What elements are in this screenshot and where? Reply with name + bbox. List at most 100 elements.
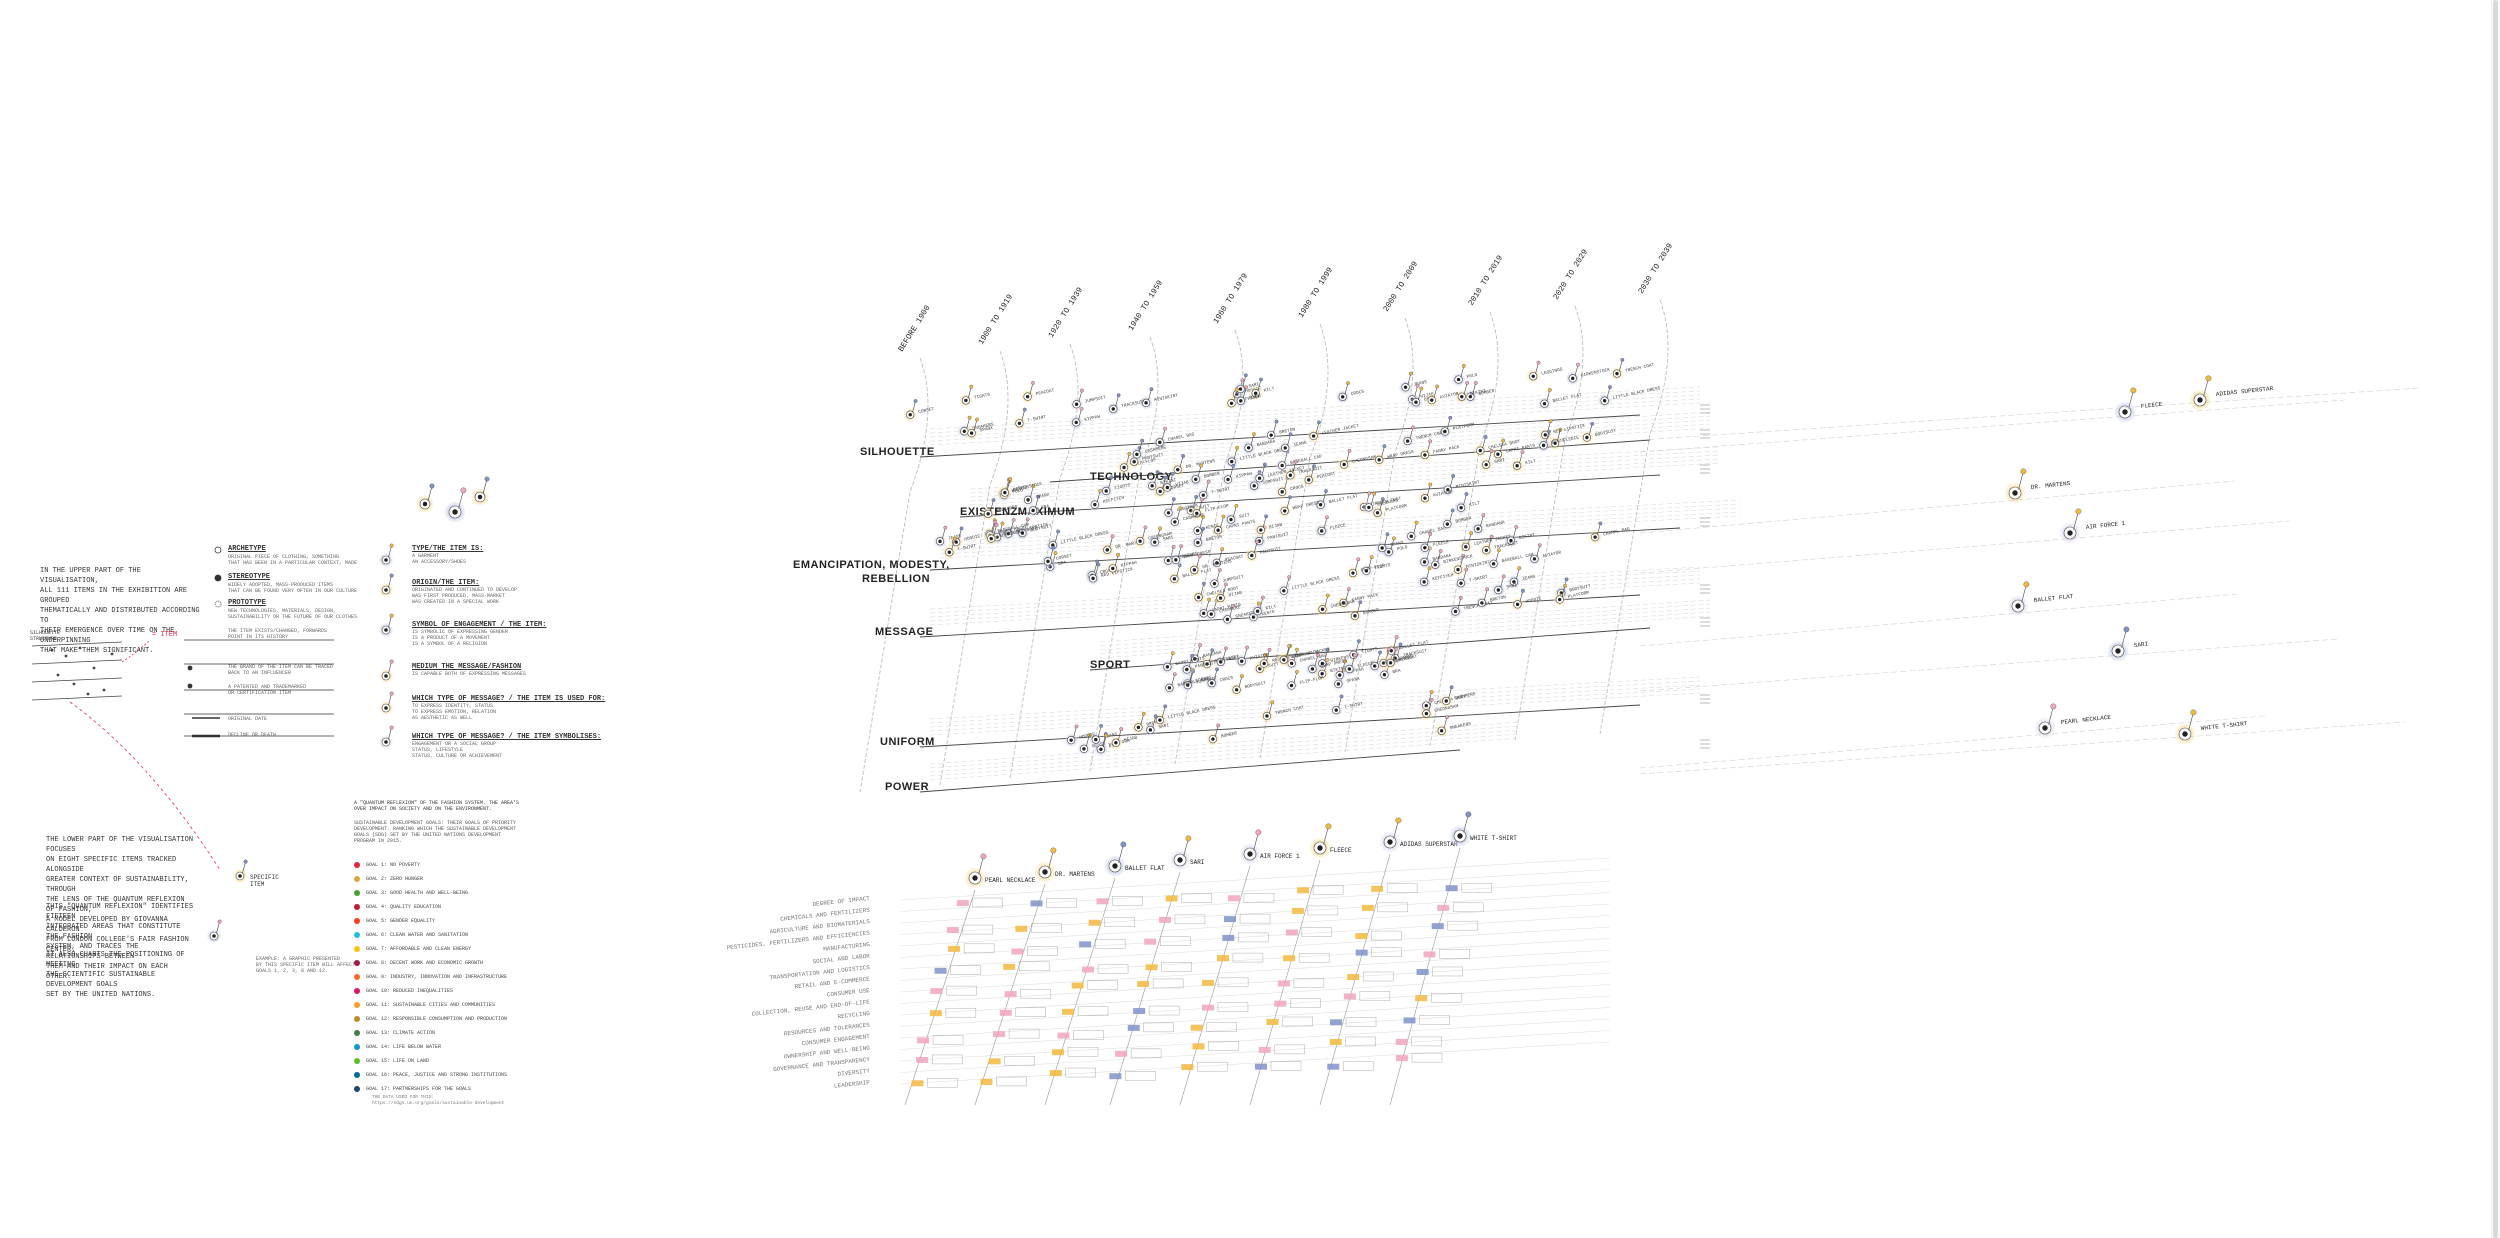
focus-item-marker [2034,703,2057,739]
item-marker: CASHMERE [1130,438,1167,461]
goal-label: GOAL 4: QUALITY EDUCATION [366,904,442,910]
item-label: T-SHIRT [1344,701,1364,711]
item-label: SNEAKERS [1235,609,1258,619]
goal-label: GOAL 10: REDUCED INEQUALITIES [366,988,454,994]
impact-swatch [980,1078,993,1085]
item-marker: BALLET FLAT [1314,489,1359,512]
item-marker: TIGHTS [1099,475,1131,498]
category-guide [939,503,1741,547]
scrollbar-thumb[interactable] [2493,0,2498,1238]
impact-swatch [1445,885,1458,892]
legend-row-7: ORIGINAL DATE [228,716,268,722]
quantum-row-line [899,869,1611,912]
item-label: TIGHTS [973,392,990,401]
goal-label: GOAL 5: GENDER EQUALITY [366,918,436,924]
goal-row: GOAL 14: LIFE BELOW WATER [354,1040,524,1054]
item-label: MINISKIRT [1455,479,1480,490]
item-marker: FLIP-FLOP [1285,669,1324,692]
item-label: JEANS [1103,731,1118,740]
item-label: FLIP-FLOP [1132,457,1157,468]
legend-origin-title: ORIGIN/THE ITEM: [412,579,480,587]
category-guide [1099,615,1711,659]
item-marker: FLEECE [1315,515,1347,538]
legend-stereotype-title: STEREOTYPE [228,573,271,581]
focus-item-label: WHITE T-SHIRT [2200,720,2248,732]
item-marker: KIPPAH [1221,463,1253,486]
impact-swatch [993,1031,1006,1038]
goal-row: GOAL 5: GENDER EQUALITY [354,914,524,928]
item-marker: LEGGINGS [1162,497,1199,520]
item-label: JUMPSUIT [1195,675,1218,685]
impact-note-box [1243,893,1275,903]
legend-archetype-title: ARCHETYPE [228,545,266,553]
goal-icon [354,1044,360,1050]
item-label: BRETON [1279,426,1296,435]
intro-upper-text: IN THE UPPER PART OF THE VISUALISATION, … [40,567,200,655]
impact-note-box [932,1035,964,1045]
impact-swatch [930,988,943,995]
item-marker: TIGHTS [959,384,991,407]
impact-swatch [1224,916,1237,923]
item-marker: CASHMERE [1204,598,1241,621]
impact-note-box [1148,1005,1180,1016]
item-marker: JEANS [1507,566,1536,589]
impact-note-box [963,943,995,954]
item-marker: KIPPAH [1333,659,1365,682]
item-label: BIKINI [1469,388,1486,397]
item-marker: T-SHIRT [1196,479,1231,502]
era-label: 1960 TO 1979 [1212,272,1250,326]
item-label: KIPPAH [1236,471,1253,480]
item-marker: BIRKENSTOCK [1566,362,1611,385]
item-marker: POLO [1214,646,1240,669]
item-label: MINISKIRT [1214,653,1239,664]
item-marker: BANDANA [1471,513,1506,536]
category-label: POWER [885,781,929,793]
quantum-row-line [899,984,1611,1027]
item-marker: T-SHIRT [1329,694,1364,717]
impact-note-box [1419,1015,1450,1025]
item-label: FLEECE [1432,539,1449,548]
item-label: BOMBER [1362,607,1379,616]
legend-row-8: DECLINE OR DEATH [228,732,277,738]
impact-swatch [1003,963,1016,970]
impact-swatch [1361,904,1374,911]
item-label: SARI [1248,381,1260,389]
item-marker: AVIATOR [1418,482,1452,505]
impact-note-box [1097,964,1129,974]
item-marker: FLIP-FLOP [1190,497,1230,520]
quantum-row-line [899,995,1611,1039]
intro-lower-text-2: THIS "QUANTUM REFLEXION" IDENTIFIES FIFT… [46,903,194,981]
vertical-scrollbar[interactable] [2491,0,2500,1238]
category-guide [929,390,1701,434]
item-label: SNEAKERS [996,504,1019,514]
item-marker: KILT [1251,595,1277,618]
item-marker: SPANX [1375,532,1404,555]
impact-note-box [1018,961,1050,972]
item-label: BOMBER [1203,470,1220,479]
impact-swatch [1015,925,1028,932]
item-marker: KILT [1454,492,1481,515]
category-guide [939,515,1741,559]
impact-note-box [1077,1006,1109,1016]
item-marker: FLIP-FLOP [1346,557,1386,580]
item-marker: CHEONGSAM [1133,525,1173,548]
goal-icon [354,1002,360,1008]
item-marker: SPANX [965,417,994,440]
item-label: FLIP-FLOP [1360,563,1385,574]
quantum-item-marker [1034,847,1057,883]
item-label: POLO [1466,372,1478,380]
item-label: BRA [1041,503,1050,511]
goal-label: GOAL 2: ZERO HUNGER [366,876,424,882]
item-marker: PEACOAT [1384,647,1418,670]
goal-row: GOAL 11: SUSTAINABLE CITIES AND COMMUNIT… [354,998,524,1012]
item-marker: SNEAKERS [1220,603,1258,626]
legend-key-item-5 [379,691,394,715]
category-guide [929,398,1701,442]
item-marker: T-SHIRT [942,536,977,559]
category-guide [969,462,1721,506]
item-label: CROCS [1290,484,1305,493]
item-marker: FLEECE [1548,427,1580,450]
item-label: HOODIE [964,533,981,542]
impact-note-box [1065,1067,1096,1078]
